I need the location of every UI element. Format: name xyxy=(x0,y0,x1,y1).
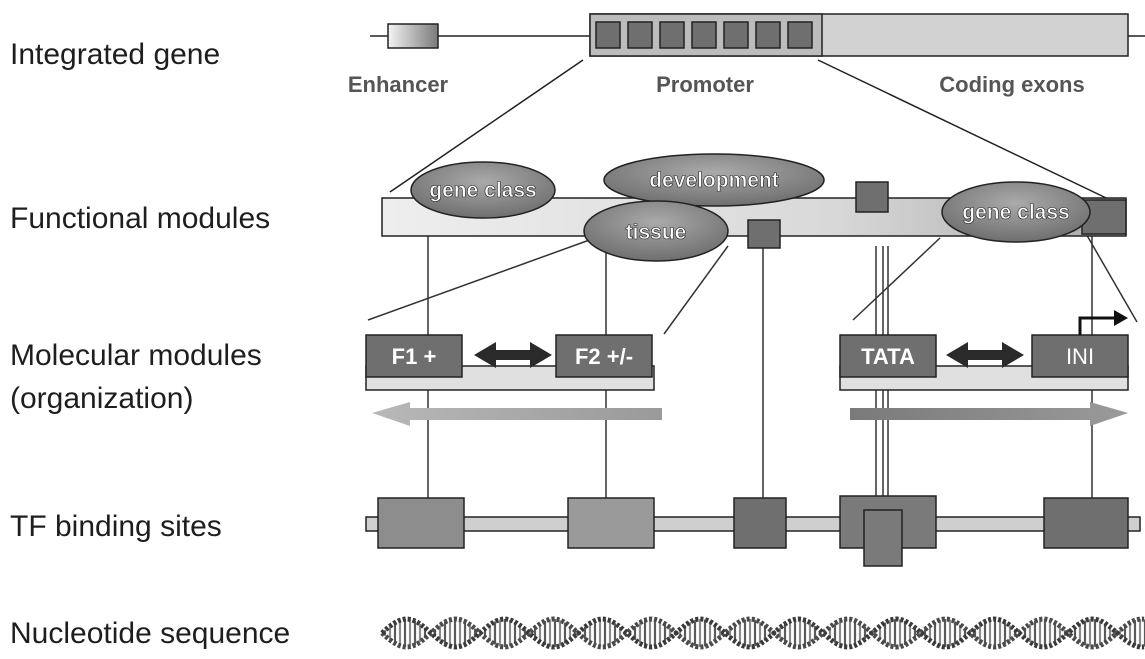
row-label-organization: (organization) xyxy=(10,382,194,415)
row-label-nucleotide-sequence: Nucleotide sequence xyxy=(10,617,291,650)
enhancer-box xyxy=(387,23,439,49)
row-label-tf-binding-sites: TF binding sites xyxy=(10,510,222,543)
tata-box: TATA xyxy=(839,334,937,378)
svg-text:gene class: gene class xyxy=(962,201,1069,224)
svg-text:INI: INI xyxy=(1066,344,1094,369)
double-arrow-right xyxy=(946,342,1024,368)
tf-site-ini xyxy=(1043,497,1129,549)
f1-box: F1 + xyxy=(365,334,463,378)
svg-text:F1 +: F1 + xyxy=(392,344,437,369)
orientation-arrow-left-icon xyxy=(372,402,662,426)
tf-site-f1 xyxy=(377,497,465,549)
svg-text:tissue: tissue xyxy=(626,221,687,244)
tf-binding-sites-row xyxy=(365,495,1141,567)
double-arrow-left xyxy=(474,342,552,368)
row-label-integrated-gene: Integrated gene xyxy=(10,38,221,71)
ini-box: INI xyxy=(1031,334,1129,378)
row-label-molecular-modules: Molecular modules xyxy=(10,339,262,372)
tf-site-tata-inner xyxy=(863,509,903,567)
enhancer-label: Enhancer xyxy=(348,72,449,97)
module-tissue: tissue xyxy=(583,200,729,262)
f2-box: F2 +/- xyxy=(555,334,653,378)
functional-site-square-top xyxy=(855,181,889,213)
promoter-label: Promoter xyxy=(656,72,754,97)
functional-modules-row: gene class development tissue gene class xyxy=(381,153,1127,262)
dna-helix-icon xyxy=(380,616,1145,650)
orientation-arrow-right-icon xyxy=(850,402,1128,426)
transcription-start-arrow-icon xyxy=(1078,310,1128,335)
module-gene-class-left: gene class xyxy=(410,161,556,219)
zoom-line-right xyxy=(817,59,1126,208)
module-development: development xyxy=(603,153,825,207)
molecular-modules-row: F1 + F2 +/- TATA INI xyxy=(365,310,1129,426)
zoom-line-left xyxy=(389,59,584,193)
connector-lines xyxy=(367,231,1138,498)
svg-text:development: development xyxy=(649,169,779,192)
svg-text:F2 +/-: F2 +/- xyxy=(575,344,633,369)
row-label-functional-modules: Functional modules xyxy=(10,202,271,235)
functional-site-square-bottom xyxy=(747,219,781,249)
integrated-gene-row: Enhancer Promoter Coding exons xyxy=(348,13,1145,97)
coding-exons-label: Coding exons xyxy=(939,72,1084,97)
tf-site-small xyxy=(733,497,787,549)
svg-text:TATA: TATA xyxy=(861,344,915,369)
svg-text:gene class: gene class xyxy=(429,179,536,202)
promoter-elements xyxy=(595,21,813,49)
module-gene-class-right: gene class xyxy=(941,181,1091,243)
tf-site-f2 xyxy=(567,497,655,549)
